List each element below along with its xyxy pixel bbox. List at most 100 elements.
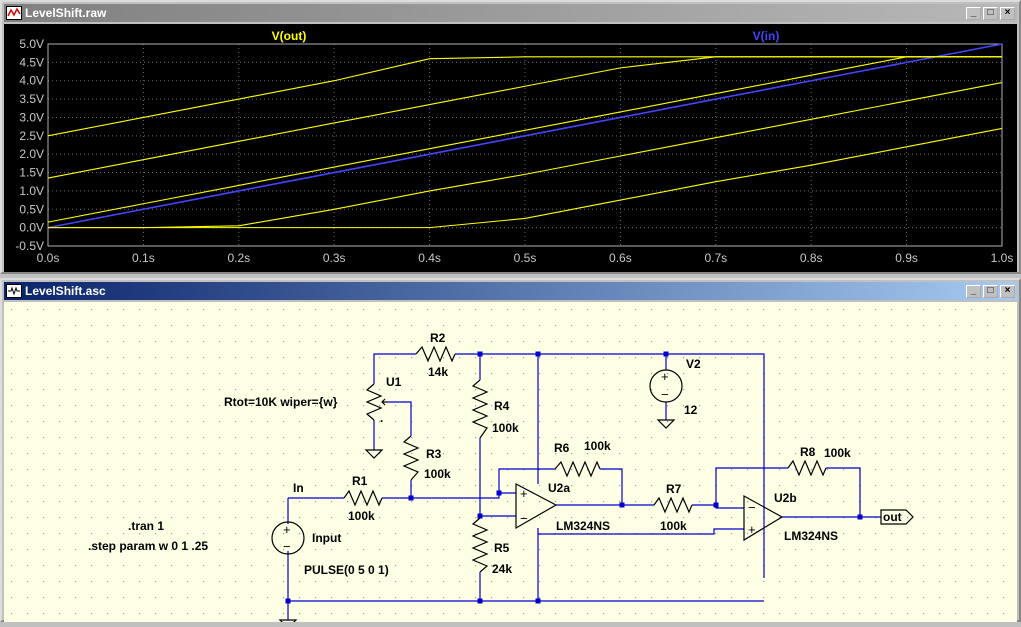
label-r6-value: 100k bbox=[584, 439, 611, 453]
label-r5-value: 24k bbox=[492, 562, 512, 576]
schematic-window: LevelShift.asc _ □ × bbox=[0, 278, 1021, 627]
label-r8: R8 bbox=[800, 445, 816, 459]
label-u2b-part: LM324NS bbox=[784, 529, 838, 543]
schematic-wires[interactable] bbox=[287, 353, 881, 620]
resistor-r1[interactable] bbox=[343, 489, 383, 507]
label-r7-value: 100k bbox=[660, 519, 687, 533]
net-label-out: out bbox=[883, 510, 902, 524]
waveform-minimize-button[interactable]: _ bbox=[966, 6, 981, 20]
resistor-r4[interactable] bbox=[471, 379, 489, 439]
x-tick-label: 0.8s bbox=[800, 251, 823, 265]
legend-vout: V(out) bbox=[272, 29, 307, 43]
y-tick-label: 4.0V bbox=[19, 74, 44, 88]
label-r3: R3 bbox=[426, 447, 442, 461]
schematic-minimize-button[interactable]: _ bbox=[966, 284, 981, 298]
label-u2a-part: LM324NS bbox=[556, 519, 610, 533]
label-v2-value: 12 bbox=[684, 403, 698, 417]
y-tick-label: 4.5V bbox=[19, 55, 44, 69]
voltage-source-v2[interactable] bbox=[649, 369, 683, 403]
resistor-r2[interactable] bbox=[415, 345, 456, 363]
v2-plus-sign: + bbox=[661, 369, 669, 384]
x-tick-label: 0.2s bbox=[227, 251, 250, 265]
waveform-maximize-button[interactable]: □ bbox=[983, 6, 998, 20]
label-input-source: Input bbox=[312, 531, 341, 545]
plot-frame bbox=[47, 43, 1003, 247]
series-line-4 bbox=[48, 82, 1003, 229]
y-tick-label: 3.5V bbox=[19, 92, 44, 106]
legend-vin: V(in) bbox=[753, 29, 780, 43]
resistor-r5[interactable] bbox=[471, 517, 489, 573]
opamp-u2a[interactable] bbox=[515, 483, 558, 530]
x-tick-label: 1.0s bbox=[991, 251, 1014, 265]
x-tick-label: 0.6s bbox=[609, 251, 632, 265]
schematic-titlebar[interactable]: LevelShift.asc _ □ × bbox=[4, 282, 1017, 300]
waveform-close-button[interactable]: × bbox=[1000, 6, 1015, 20]
y-tick-label: 1.5V bbox=[19, 166, 44, 180]
series-line-5 bbox=[48, 127, 1003, 229]
u2a-plus-sign: + bbox=[520, 486, 528, 501]
label-r2-value: 14k bbox=[428, 365, 448, 379]
opamp-u2b[interactable] bbox=[743, 494, 784, 542]
x-tick-label: 0.3s bbox=[323, 251, 346, 265]
potentiometer-u1[interactable] bbox=[365, 383, 383, 421]
label-u2b: U2b bbox=[774, 491, 797, 505]
x-tick-label: 0.0s bbox=[37, 251, 60, 265]
y-tick-label: 0.5V bbox=[19, 202, 44, 216]
schematic-window-title: LevelShift.asc bbox=[25, 284, 106, 298]
schematic-maximize-button[interactable]: □ bbox=[983, 284, 998, 298]
schematic-junctions bbox=[285, 351, 863, 604]
ground-symbol-v2 bbox=[656, 419, 676, 429]
out-port-flag[interactable] bbox=[880, 509, 914, 525]
series-line-0 bbox=[47, 43, 1003, 229]
label-pulse-params: PULSE(0 5 0 1) bbox=[304, 563, 389, 577]
label-r2: R2 bbox=[430, 331, 446, 345]
y-tick-label: -0.5V bbox=[15, 239, 44, 253]
series-line-3 bbox=[47, 56, 1002, 223]
schematic-file-icon bbox=[6, 284, 22, 298]
label-u2a: U2a bbox=[548, 481, 570, 495]
voltage-source-input[interactable] bbox=[271, 521, 305, 555]
v2-minus-sign: − bbox=[661, 387, 669, 402]
ground-symbol-u1 bbox=[364, 449, 384, 459]
schematic-close-button[interactable]: × bbox=[1000, 284, 1015, 298]
label-u1-dot: . bbox=[380, 411, 383, 425]
x-tick-label: 0.7s bbox=[704, 251, 727, 265]
label-r1-value: 100k bbox=[348, 509, 375, 523]
u2b-minus-sign: − bbox=[748, 500, 756, 515]
input-plus-sign: + bbox=[283, 522, 291, 537]
resistor-r7[interactable] bbox=[653, 496, 693, 514]
resistor-r3[interactable] bbox=[402, 435, 420, 481]
schematic-canvas[interactable]: + − − + + − + − R2 14k U1 Rtot=10K wiper… bbox=[4, 302, 1017, 627]
label-r3-value: 100k bbox=[424, 467, 451, 481]
label-r4: R4 bbox=[494, 399, 510, 413]
resistor-r6[interactable] bbox=[554, 460, 601, 478]
label-r1: R1 bbox=[352, 474, 368, 488]
schematic-grid bbox=[4, 302, 1017, 622]
label-r5: R5 bbox=[494, 541, 510, 555]
label-r4-value: 100k bbox=[492, 421, 519, 435]
y-tick-label: 0.0V bbox=[19, 221, 44, 235]
x-tick-label: 0.9s bbox=[895, 251, 918, 265]
u2b-plus-sign: + bbox=[748, 522, 756, 537]
x-tick-label: 0.5s bbox=[514, 251, 537, 265]
directive-step[interactable]: .step param w 0 1 .25 bbox=[88, 539, 208, 553]
label-u1: U1 bbox=[386, 375, 402, 389]
potentiometer-wiper-arrow bbox=[381, 398, 386, 406]
waveform-titlebar[interactable]: LevelShift.raw _ □ × bbox=[4, 4, 1017, 22]
resistor-r8[interactable] bbox=[787, 459, 827, 477]
x-tick-label: 0.1s bbox=[132, 251, 155, 265]
y-tick-label: 2.5V bbox=[19, 129, 44, 143]
label-v2: V2 bbox=[686, 357, 701, 371]
y-tick-label: 1.0V bbox=[19, 184, 44, 198]
label-r6: R6 bbox=[554, 441, 570, 455]
directive-tran[interactable]: .tran 1 bbox=[128, 519, 164, 533]
waveform-window-title: LevelShift.raw bbox=[25, 6, 107, 20]
waveform-file-icon bbox=[6, 6, 22, 20]
net-label-in: In bbox=[293, 481, 304, 495]
schematic-drawing[interactable]: + − − + + − + − R2 14k U1 Rtot=10K wiper… bbox=[4, 302, 1017, 627]
series-line-2 bbox=[47, 56, 1002, 179]
y-tick-label: 5.0V bbox=[19, 37, 44, 51]
